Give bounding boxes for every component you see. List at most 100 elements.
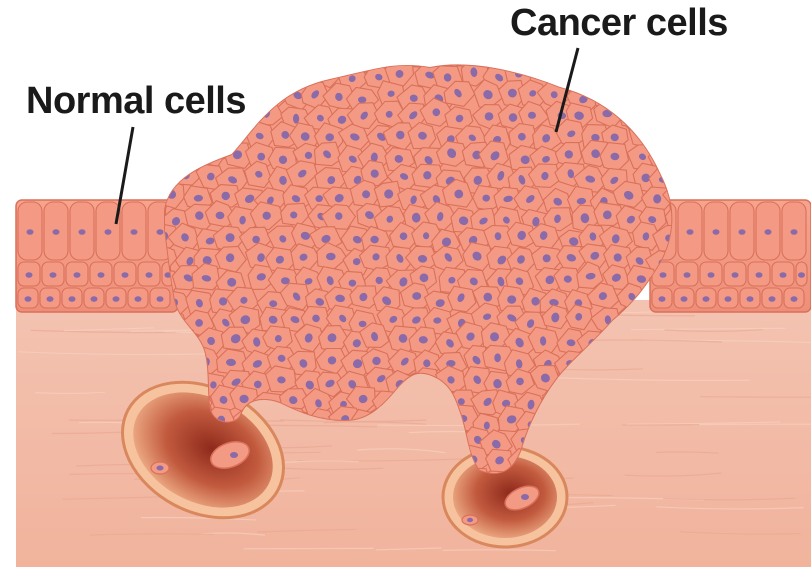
cell-nucleus <box>732 272 739 278</box>
cell-nucleus <box>663 51 671 59</box>
cell-nucleus <box>231 132 243 144</box>
cancer-cell <box>433 42 462 67</box>
cancer-cell <box>242 65 272 90</box>
cell-nucleus <box>25 296 32 302</box>
cancer-cell <box>199 38 226 67</box>
cell-nucleus <box>681 130 692 141</box>
cell-nucleus <box>673 108 684 120</box>
cancer-cell <box>649 66 678 91</box>
cell-nucleus <box>769 296 776 302</box>
cell-nucleus <box>634 74 644 84</box>
cancer-cell <box>173 40 202 64</box>
cancer-cell <box>152 44 179 70</box>
cell-nucleus <box>798 272 805 278</box>
cancer-cell <box>150 165 179 188</box>
cell-nucleus <box>131 229 138 235</box>
cell-nucleus <box>660 155 667 164</box>
cancer-cell <box>651 122 678 148</box>
cell-nucleus <box>206 149 216 158</box>
cell-nucleus <box>122 272 129 278</box>
cell-nucleus <box>647 89 658 100</box>
cell-nucleus <box>157 296 164 302</box>
tissue-fiber <box>700 397 811 398</box>
cell-nucleus <box>423 232 429 239</box>
cell-nucleus <box>322 68 332 78</box>
cell-nucleus <box>610 68 621 78</box>
cell-nucleus <box>113 296 120 302</box>
cell-nucleus <box>685 70 698 82</box>
cancer-cell <box>663 88 690 113</box>
cancer-cell <box>508 44 539 71</box>
cancer-cell <box>414 43 442 69</box>
cell-nucleus <box>424 52 434 61</box>
cell-nucleus <box>398 54 409 64</box>
cell-nucleus <box>272 47 285 60</box>
cell-nucleus <box>350 47 360 57</box>
cell-nucleus <box>563 48 572 56</box>
cancer-cell <box>678 142 708 166</box>
cell-nucleus <box>623 93 635 105</box>
cell-nucleus <box>688 52 700 63</box>
cell-nucleus <box>182 46 193 57</box>
cancer-cell <box>672 121 701 149</box>
cell-nucleus <box>660 272 667 278</box>
cell-nucleus <box>146 272 153 278</box>
cell-nucleus <box>374 53 385 64</box>
cancer-cell <box>617 101 646 128</box>
cell-nucleus <box>135 296 142 302</box>
cancer-cell <box>455 41 486 68</box>
cell-nucleus <box>591 50 601 59</box>
cancer-cell <box>266 61 298 86</box>
cancer-cell <box>600 61 629 88</box>
cell-nucleus <box>681 296 688 302</box>
cell-nucleus <box>725 296 732 302</box>
cancer-cell <box>146 141 177 166</box>
cell-nucleus <box>518 52 529 62</box>
cancer-cells-label: Cancer cells <box>510 2 728 45</box>
cancer-cell <box>289 56 318 86</box>
cell-nucleus <box>91 296 98 302</box>
cell-nucleus <box>155 149 167 160</box>
cancer-cell <box>654 43 683 67</box>
cancer-cell <box>665 101 692 127</box>
cell-nucleus <box>266 93 275 104</box>
cell-nucleus <box>494 54 503 64</box>
cancer-cell <box>169 161 199 186</box>
cell-nucleus <box>670 94 682 106</box>
cell-nucleus <box>47 296 54 302</box>
cell-nucleus <box>466 51 476 60</box>
cell-nucleus <box>74 272 81 278</box>
cell-nucleus <box>588 69 598 78</box>
cancer-cell <box>175 126 203 152</box>
cell-nucleus <box>627 109 638 118</box>
cancer-cell <box>635 102 668 128</box>
cell-nucleus <box>675 190 686 201</box>
cancer-cell <box>678 65 706 90</box>
cell-nucleus <box>647 112 655 120</box>
cell-nucleus <box>684 272 691 278</box>
cell-nucleus <box>184 133 195 144</box>
cancer-cell <box>613 85 645 111</box>
cancer-cell <box>580 59 609 86</box>
cancer-cell <box>169 144 199 172</box>
cancer-cell <box>340 39 370 65</box>
normal-cells-label: Normal cells <box>26 80 246 123</box>
cell-nucleus <box>545 50 553 59</box>
cell-nucleus <box>208 47 218 57</box>
cell-nucleus <box>53 229 60 235</box>
cell-nucleus <box>105 229 112 235</box>
cell-nucleus <box>69 296 76 302</box>
cell-nucleus <box>791 296 798 302</box>
cell-nucleus <box>209 132 218 141</box>
cell-nucleus <box>159 69 168 78</box>
cell-nucleus <box>179 152 190 162</box>
cell-nucleus <box>609 49 621 61</box>
cell-nucleus <box>303 51 313 61</box>
cancer-cell <box>629 122 660 149</box>
cell-nucleus <box>50 272 57 278</box>
cell-nucleus <box>780 272 787 278</box>
cell-nucleus <box>739 229 746 235</box>
cell-nucleus <box>687 229 694 235</box>
cell-nucleus <box>433 108 441 116</box>
